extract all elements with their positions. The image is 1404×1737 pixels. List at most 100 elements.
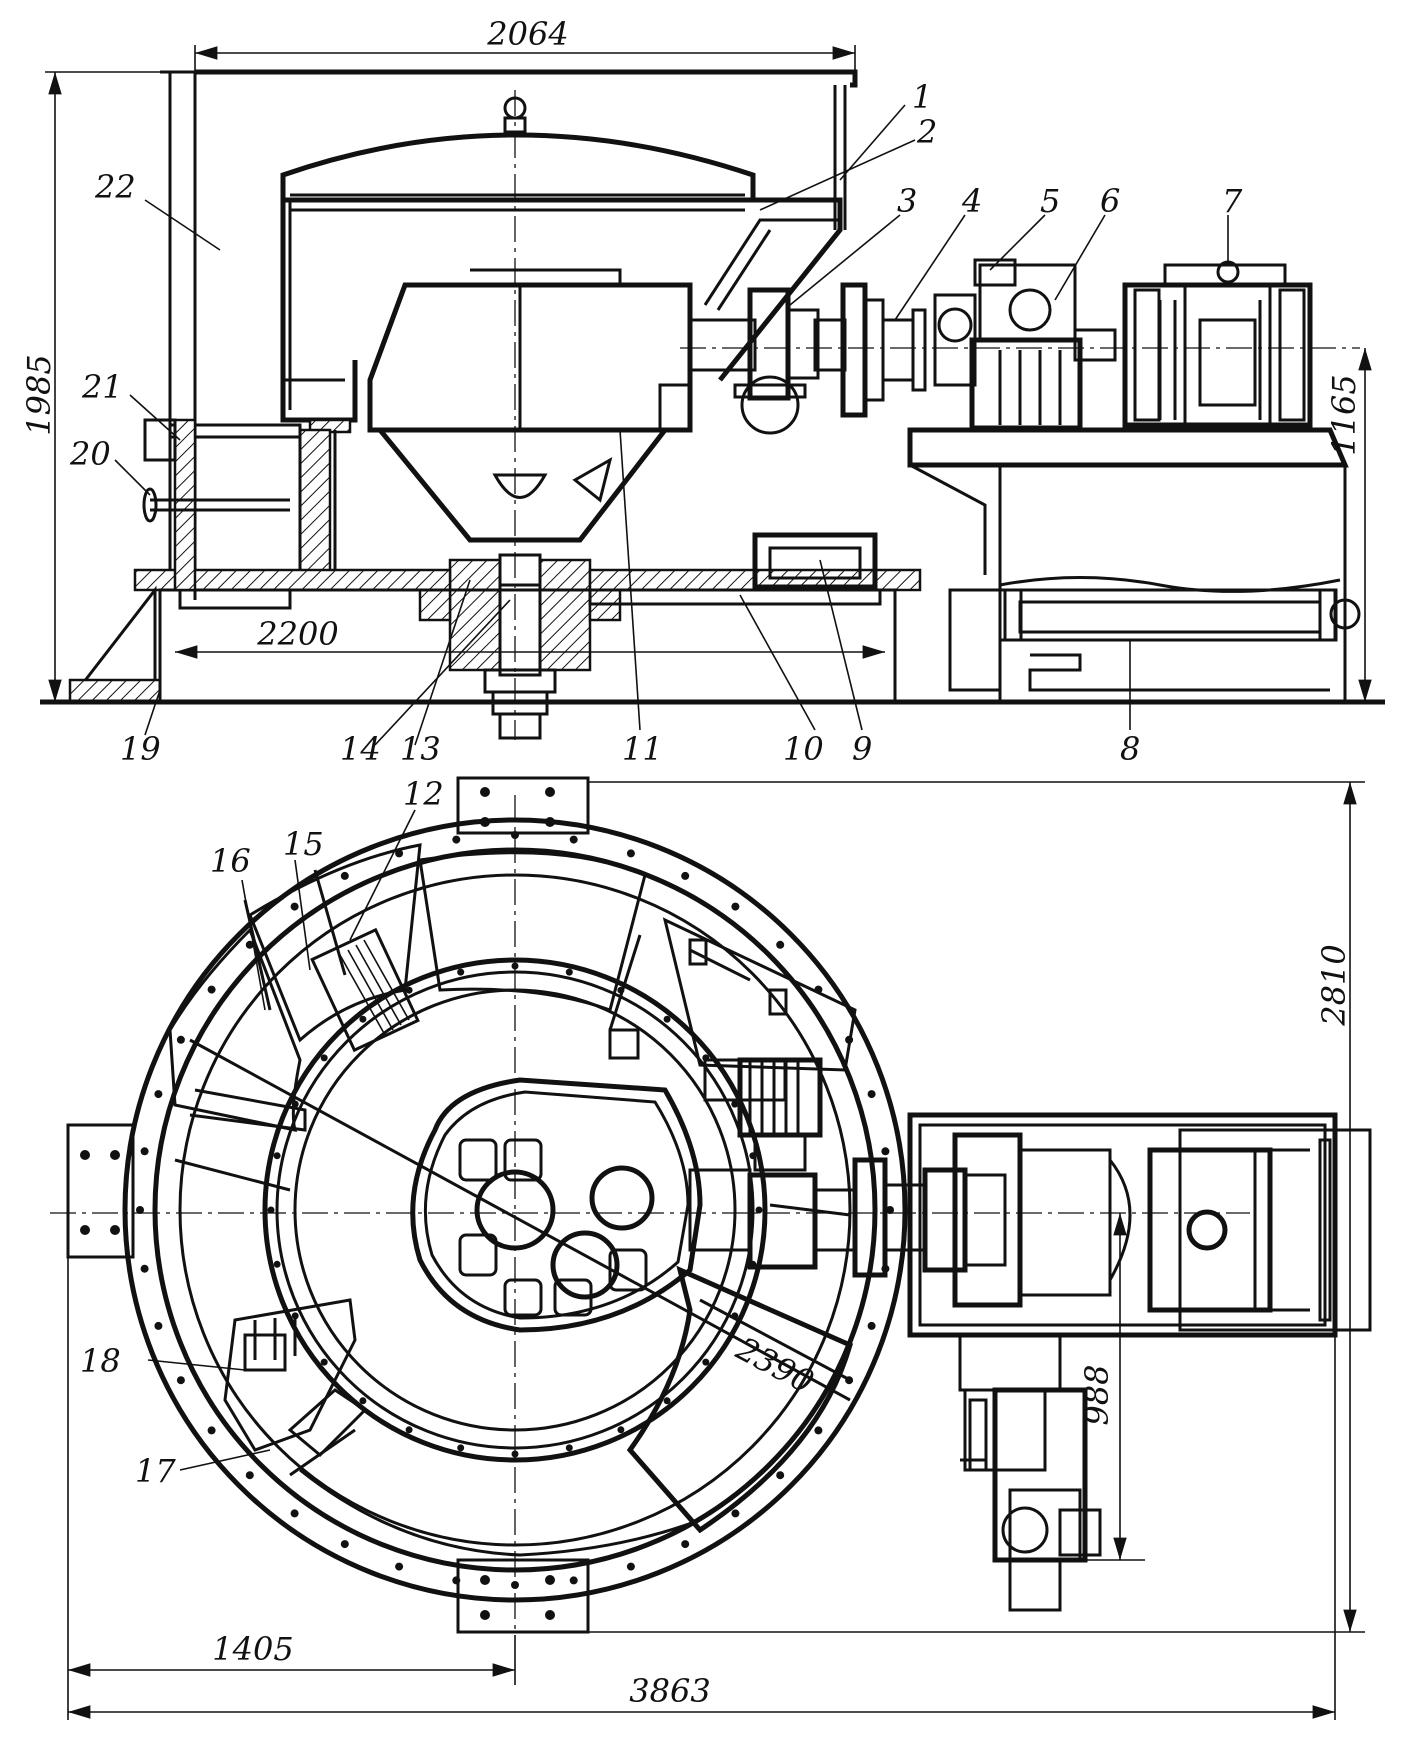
ring-bolt	[154, 1321, 163, 1330]
inner-bolt-ring	[267, 962, 763, 1458]
callout-19: 19	[120, 730, 161, 768]
callout-7: 7	[1222, 182, 1243, 220]
side-elevation-view	[40, 45, 1385, 740]
ring-bolt	[814, 1426, 823, 1435]
table-bolt	[320, 1054, 328, 1062]
table-bolt	[273, 1152, 281, 1160]
dim-half-width: 1405	[212, 1630, 293, 1668]
box-9	[752, 532, 878, 590]
table-bolt	[565, 968, 573, 976]
lower-right-sector	[299, 1265, 854, 1557]
feeder-cam	[410, 1077, 703, 1333]
window-15-16	[168, 843, 647, 1132]
callout-14: 14	[340, 730, 381, 768]
ring-bolt	[340, 1540, 349, 1549]
dimension-lines-plan	[67, 781, 1365, 1720]
radius-line	[189, 1038, 851, 1402]
callout-3: 3	[897, 182, 917, 220]
ring-bolt	[176, 1035, 185, 1044]
dim-offset: 988	[1078, 1364, 1116, 1425]
ring-bolt	[340, 871, 349, 880]
ring-bolt	[681, 1540, 690, 1549]
plan-right-unit	[907, 1112, 1372, 1338]
ring-bolt	[245, 940, 254, 949]
grate-12	[310, 927, 420, 1053]
callout-22: 22	[94, 168, 136, 206]
drive-platform	[907, 427, 1349, 702]
table-bolt	[273, 1260, 281, 1268]
ring-bolt	[681, 871, 690, 880]
plan-drive-train	[688, 1157, 1007, 1278]
callout-10: 10	[783, 730, 824, 768]
ring-bolt	[245, 1471, 254, 1480]
table-bolt	[359, 1015, 367, 1023]
dim-top-width: 2064	[486, 15, 568, 53]
ring-bolt	[290, 1509, 299, 1518]
callout-1: 1	[912, 78, 932, 116]
rotor-housing-11	[367, 268, 693, 433]
ring-bolt	[290, 902, 299, 911]
foundation-19	[40, 585, 1385, 705]
callout-13: 13	[400, 730, 441, 768]
table-bolt	[291, 1312, 299, 1320]
ring-bolt	[731, 1509, 740, 1518]
table-bolt	[565, 1444, 573, 1452]
mounting-plates	[66, 776, 590, 1634]
callout-6: 6	[1100, 182, 1120, 220]
dimension-lines-side	[45, 45, 1372, 702]
table-bolt	[617, 1426, 625, 1434]
table-bolt	[320, 1358, 328, 1366]
dim-total-width: 3863	[629, 1672, 710, 1710]
ring-bolt	[140, 1264, 149, 1273]
gearbox-5-6	[933, 258, 1117, 431]
ring-bolt	[136, 1206, 144, 1214]
callout-numbers: 1 2 3 4 5 6 7 8 9 10 11 12 13 14 15 16 1…	[69, 78, 1243, 1490]
table-bolt	[267, 1206, 275, 1214]
ring-bolt	[626, 849, 635, 858]
ring-bolt	[626, 1562, 635, 1571]
table-bolt	[511, 1450, 519, 1458]
ring-bolt	[776, 940, 785, 949]
dim-base-span: 2200	[256, 615, 338, 653]
ring-bolt	[395, 1562, 404, 1571]
table-bolt	[457, 1444, 465, 1452]
dim-height: 1985	[20, 354, 58, 435]
spring-unit-8	[948, 588, 1361, 692]
table-bolt	[405, 1426, 413, 1434]
table-bolt	[663, 1015, 671, 1023]
ring-bolt	[452, 835, 461, 844]
ring-bolt	[154, 1090, 163, 1099]
table-bolt	[731, 1100, 739, 1108]
dim-plan-depth: 2810	[1315, 944, 1353, 1026]
table-bolt	[755, 1206, 763, 1214]
callout-18: 18	[80, 1342, 121, 1380]
ring-bolt	[140, 1147, 149, 1156]
table-bolt	[702, 1358, 710, 1366]
ring-bolt	[511, 831, 519, 839]
dim-axis-height: 1165	[1325, 374, 1363, 455]
sector-dividers	[174, 869, 851, 1477]
ring-bolt	[207, 1426, 216, 1435]
callout-8: 8	[1120, 730, 1140, 768]
callout-5: 5	[1040, 182, 1060, 220]
callout-4: 4	[961, 182, 982, 220]
callout-16: 16	[210, 842, 251, 880]
table-bolt	[457, 968, 465, 976]
callout-2: 2	[916, 113, 937, 151]
callout-9: 9	[852, 730, 872, 768]
ring-bolt	[867, 1321, 876, 1330]
flywheel-4	[840, 282, 927, 418]
table-bolt	[359, 1397, 367, 1405]
ring-bolt	[886, 1206, 894, 1214]
ring-bolt	[776, 1471, 785, 1480]
callout-11: 11	[622, 730, 663, 768]
plan-motor	[737, 1057, 823, 1172]
callout-20: 20	[69, 435, 111, 473]
ring-bolt	[569, 1576, 578, 1585]
ring-bolt	[731, 902, 740, 911]
callout-21: 21	[81, 368, 123, 406]
plan-view	[50, 776, 1372, 1720]
ring-bolt	[207, 985, 216, 994]
ring-bolt	[569, 835, 578, 844]
